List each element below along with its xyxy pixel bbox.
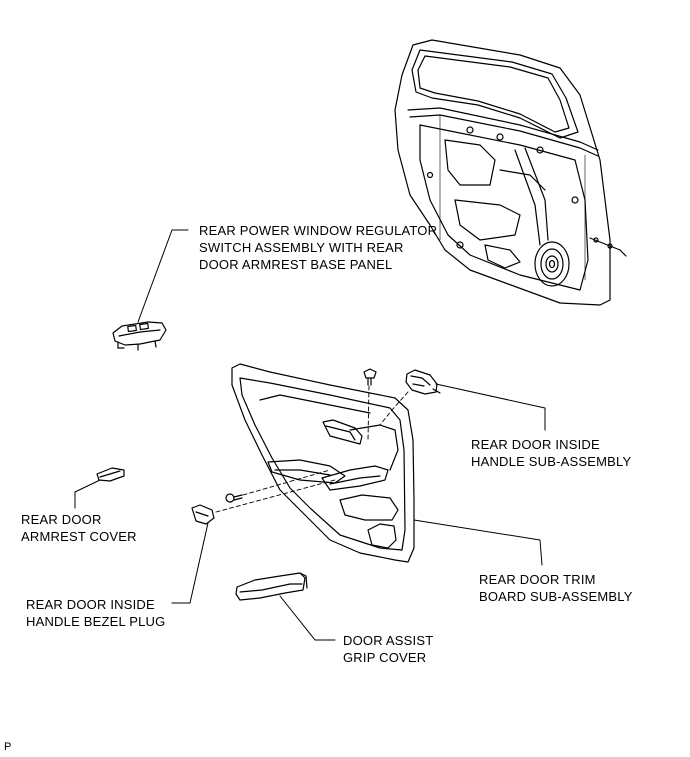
label-inside-handle-line-1: REAR DOOR INSIDE — [471, 437, 600, 452]
trim-board-part — [231, 363, 415, 563]
label-assist-grip-line-2: GRIP COVER — [343, 650, 427, 665]
label-assist-grip-line-1: DOOR ASSIST — [343, 633, 434, 648]
label-assist-grip: DOOR ASSIST GRIP COVER — [343, 632, 433, 666]
label-inside-handle: REAR DOOR INSIDE HANDLE SUB-ASSEMBLY — [471, 436, 631, 470]
leader-armrest-cover — [74, 479, 101, 509]
leader-assist-grip — [279, 595, 336, 641]
label-window-switch: REAR POWER WINDOW REGULATOR SWITCH ASSEM… — [199, 222, 437, 273]
label-bezel-plug-line-2: HANDLE BEZEL PLUG — [26, 614, 166, 629]
label-armrest-cover-line-1: REAR DOOR — [21, 512, 102, 527]
inside-handle-part — [405, 369, 441, 395]
leader-trim-board — [413, 519, 543, 566]
leader-inside-handle — [435, 383, 546, 431]
screw-top-part — [363, 368, 377, 386]
install-line-screw-left — [242, 469, 331, 496]
leader-window-switch — [137, 229, 189, 323]
armrest-cover-part — [96, 467, 125, 482]
label-inside-handle-line-2: HANDLE SUB-ASSEMBLY — [471, 454, 632, 469]
rear-door-panel — [394, 39, 627, 306]
assist-grip-cover-part — [235, 572, 308, 601]
label-trim-board: REAR DOOR TRIM BOARD SUB-ASSEMBLY — [479, 571, 633, 605]
label-bezel-plug: REAR DOOR INSIDE HANDLE BEZEL PLUG — [26, 596, 165, 630]
leader-bezel-plug — [171, 522, 209, 604]
label-armrest-cover: REAR DOOR ARMREST COVER — [21, 511, 137, 545]
screw-left-part — [225, 493, 243, 503]
label-armrest-cover-line-2: ARMREST COVER — [21, 529, 137, 544]
label-bezel-plug-line-1: REAR DOOR INSIDE — [26, 597, 155, 612]
label-trim-board-line-2: BOARD SUB-ASSEMBLY — [479, 589, 633, 604]
install-line-screw-top — [367, 385, 370, 441]
window-switch-part — [112, 321, 167, 351]
label-window-switch-line-2: SWITCH ASSEMBLY WITH REAR — [199, 240, 404, 255]
install-line-handle — [379, 391, 409, 426]
label-trim-board-line-1: REAR DOOR TRIM — [479, 572, 596, 587]
label-window-switch-line-1: REAR POWER WINDOW REGULATOR — [199, 223, 438, 238]
label-window-switch-line-3: DOOR ARMREST BASE PANEL — [199, 257, 393, 272]
corner-reference-mark: P — [4, 741, 12, 753]
bezel-plug-part — [191, 504, 215, 525]
